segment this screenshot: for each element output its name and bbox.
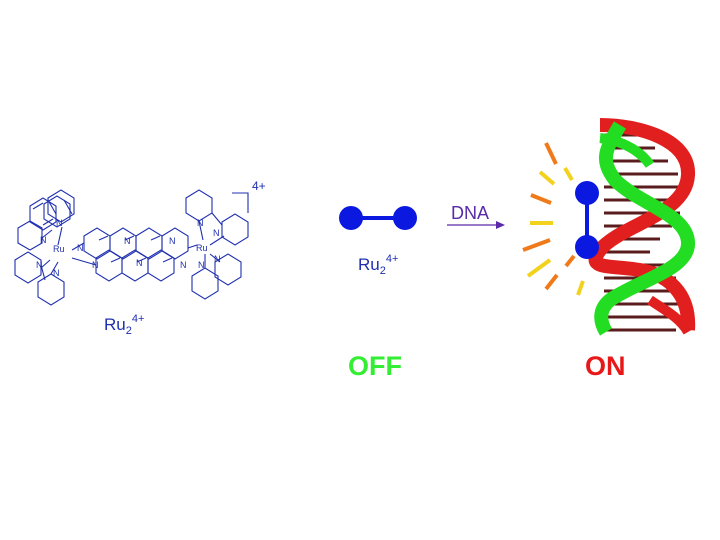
glow-ray bbox=[544, 273, 559, 291]
bridge-ring-7 bbox=[161, 227, 189, 260]
off-state-label: OFF bbox=[348, 351, 402, 381]
probe-formula-label: Ru24+ bbox=[358, 253, 398, 277]
glow-ray bbox=[530, 193, 552, 205]
glow-ray bbox=[544, 142, 558, 165]
bipyridine-left-upper bbox=[29, 189, 75, 231]
probe-sphere bbox=[393, 206, 417, 230]
nitrogen-label: N bbox=[169, 236, 176, 246]
nitrogen-label: N bbox=[197, 218, 204, 228]
glow-ray bbox=[538, 170, 556, 186]
metal-label: Ru bbox=[53, 244, 65, 254]
dna-green-strand bbox=[594, 121, 695, 336]
complex-formula-label: Ru24+ bbox=[104, 313, 144, 337]
bridge-ring-4 bbox=[121, 249, 149, 282]
pyridine-ring-7 bbox=[214, 253, 242, 286]
bridge-ring-3 bbox=[109, 227, 137, 260]
charge-bracket bbox=[232, 192, 249, 213]
atom-labels: Ru Ru N N N N N N N N N N N N N N bbox=[36, 218, 221, 278]
probe-sphere bbox=[575, 181, 599, 205]
pyridine-ring-1 bbox=[17, 220, 43, 251]
nitrogen-label: N bbox=[40, 235, 47, 245]
on-state-label: ON bbox=[585, 351, 626, 381]
nitrogen-label: N bbox=[213, 228, 220, 238]
nitrogen-label: N bbox=[136, 258, 143, 268]
nitrogen-label: N bbox=[56, 218, 63, 228]
pyridine-ring-2 bbox=[43, 195, 71, 228]
nitrogen-label: N bbox=[92, 260, 99, 270]
dna-helix bbox=[588, 118, 696, 336]
nitrogen-label: N bbox=[124, 236, 131, 246]
nitrogen-label: N bbox=[198, 260, 205, 270]
nitrogen-label: N bbox=[36, 260, 43, 270]
ru-complex-structure bbox=[14, 189, 249, 306]
pyridine-ring-8 bbox=[191, 267, 219, 300]
arrow-label: DNA bbox=[451, 203, 489, 223]
glow-ray bbox=[576, 280, 585, 296]
free-probe bbox=[339, 206, 417, 230]
pyridine-ring-5 bbox=[185, 189, 213, 222]
bridge-ring-5 bbox=[135, 227, 163, 260]
nitrogen-label: N bbox=[214, 254, 221, 264]
complex-charge: 4+ bbox=[252, 179, 266, 193]
pyridine-ring-4 bbox=[37, 273, 65, 306]
nitrogen-label: N bbox=[180, 260, 187, 270]
probe-sphere bbox=[339, 206, 363, 230]
glow-ray bbox=[564, 254, 576, 268]
glow-ray bbox=[526, 258, 552, 278]
nitrogen-label: N bbox=[77, 243, 84, 253]
pyridine-ring-6 bbox=[221, 213, 249, 246]
bridge-ring-2 bbox=[95, 249, 123, 282]
glow-ray bbox=[563, 166, 574, 182]
metal-label: Ru bbox=[196, 243, 208, 253]
bridge-ring-1 bbox=[83, 227, 111, 260]
nitrogen-label: N bbox=[53, 268, 60, 278]
reaction-arrow bbox=[447, 221, 505, 229]
glow-ray bbox=[522, 238, 551, 252]
bound-probe bbox=[575, 181, 599, 259]
pyridine-ring-3 bbox=[14, 251, 42, 284]
bridge-ring-6 bbox=[147, 249, 175, 282]
probe-sphere bbox=[575, 235, 599, 259]
luminescence-rays bbox=[522, 142, 585, 296]
